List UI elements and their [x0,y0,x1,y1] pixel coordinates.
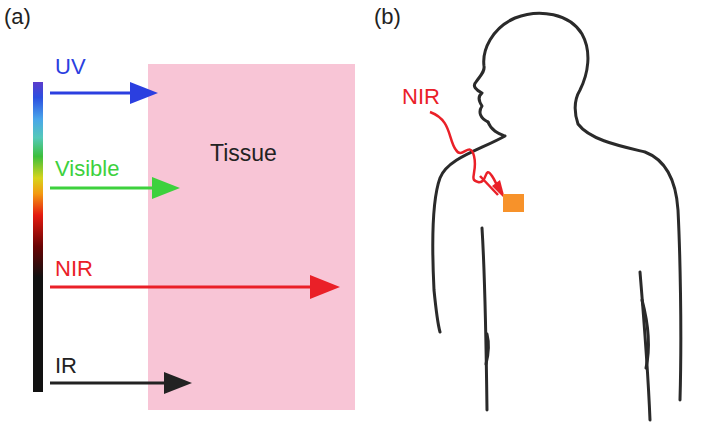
radiation-label: Visible [55,158,119,180]
tissue-label: Tissue [210,142,277,165]
uv-arrow [50,82,158,104]
nir-arrow [50,275,340,299]
nir-wave-arrow [430,112,505,199]
radiation-label: NIR [55,258,93,280]
tissue-block: Tissue [148,64,355,410]
panel-label: (a) [4,6,31,28]
panel-label: (b) [374,6,401,28]
visible-arrow [50,177,180,199]
radiation-label: UV [55,56,86,78]
radiation-label: IR [55,355,77,377]
spectrum-bar [33,82,43,392]
ir-arrow [50,372,192,394]
human-silhouette [433,13,681,420]
target-square [503,194,524,212]
radiation-label: NIR [402,86,440,108]
